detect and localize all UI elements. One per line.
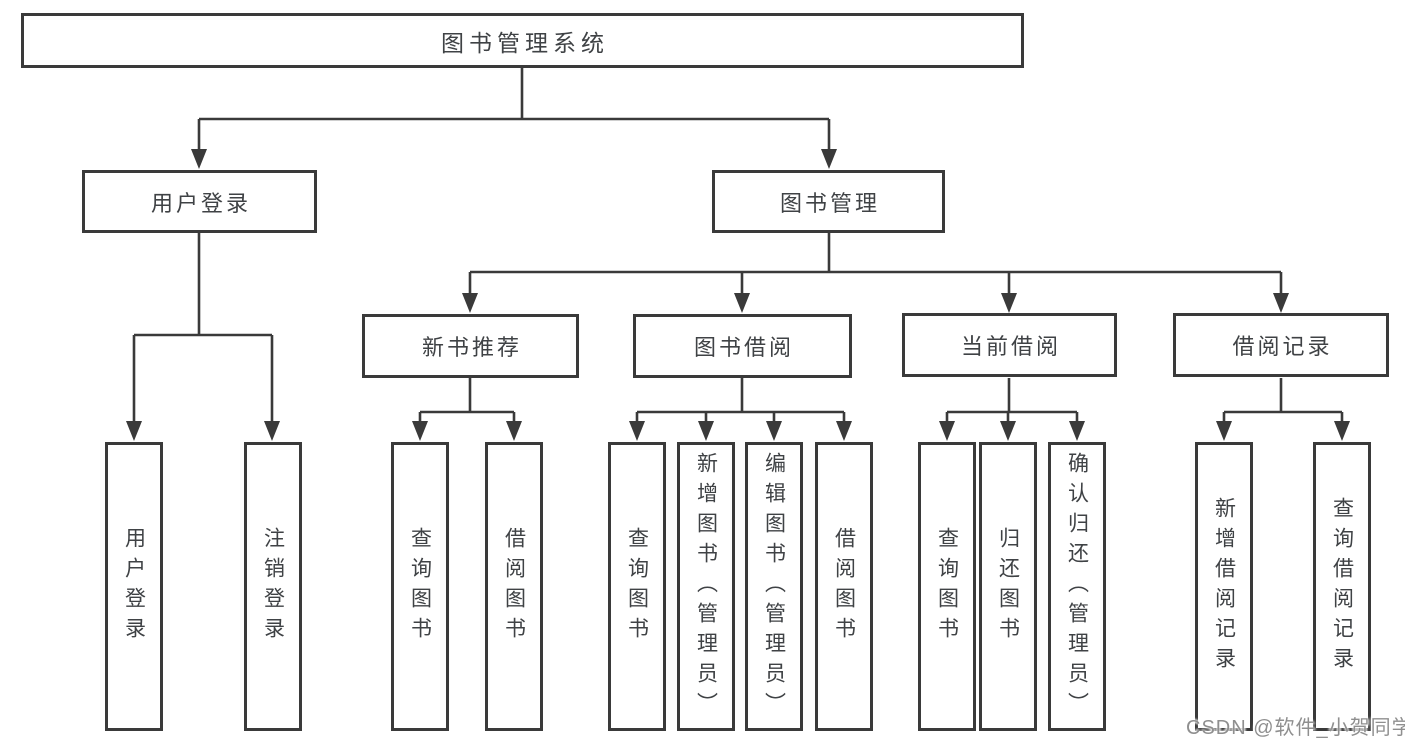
- node-current-borrow-label: 当前借阅: [960, 334, 1061, 359]
- node-library-system: 图书管理系统: [21, 13, 1024, 68]
- leaf-user-login-label: 用户登录: [122, 526, 146, 647]
- leaf-add-book-admin-label: 新增图书（管理员）: [694, 451, 718, 722]
- watermark: CSDN @软件_小贺同学: [1186, 717, 1405, 739]
- leaf-edit-book-admin-label: 编辑图书（管理员）: [762, 451, 786, 722]
- leaf-borrow-books: 借阅图书: [815, 442, 873, 731]
- leaf-edit-book-admin: 编辑图书（管理员）: [745, 442, 803, 731]
- leaf-borrow-books-recommend-label: 借阅图书: [502, 526, 526, 647]
- leaf-borrow-books-label: 借阅图书: [832, 526, 856, 647]
- leaf-add-book-admin: 新增图书（管理员）: [677, 442, 735, 731]
- node-book-management: 图书管理: [712, 170, 945, 233]
- leaf-borrow-books-recommend: 借阅图书: [485, 442, 543, 731]
- node-user-login-label: 用户登录: [150, 190, 251, 216]
- node-new-book-recommend: 新书推荐: [362, 314, 579, 378]
- leaf-confirm-return-admin: 确认归还（管理员）: [1048, 442, 1106, 731]
- node-library-system-label: 图书管理系统: [441, 29, 609, 56]
- node-book-borrow: 图书借阅: [633, 314, 852, 378]
- leaf-logout: 注销登录: [244, 442, 302, 731]
- leaf-query-books-recommend-label: 查询图书: [408, 526, 432, 647]
- leaf-query-borrow-record-label: 查询借阅记录: [1330, 496, 1354, 677]
- node-current-borrow: 当前借阅: [902, 313, 1117, 377]
- node-new-book-recommend-label: 新书推荐: [421, 335, 522, 360]
- node-borrow-records-label: 借阅记录: [1232, 334, 1333, 359]
- leaf-query-borrow-record: 查询借阅记录: [1313, 442, 1371, 731]
- leaf-user-login: 用户登录: [105, 442, 163, 731]
- leaf-query-books-borrow-label: 查询图书: [625, 526, 649, 647]
- leaf-add-borrow-record: 新增借阅记录: [1195, 442, 1253, 731]
- leaf-return-book-label: 归还图书: [996, 526, 1020, 647]
- leaf-confirm-return-admin-label: 确认归还（管理员）: [1065, 451, 1089, 722]
- node-borrow-records: 借阅记录: [1173, 313, 1389, 377]
- leaf-query-books-current-label: 查询图书: [935, 526, 959, 647]
- node-user-login: 用户登录: [82, 170, 317, 233]
- leaf-logout-label: 注销登录: [261, 526, 285, 647]
- node-book-borrow-label: 图书借阅: [693, 335, 794, 360]
- leaf-add-borrow-record-label: 新增借阅记录: [1212, 496, 1236, 677]
- leaf-return-book: 归还图书: [979, 442, 1037, 731]
- leaf-query-books-recommend: 查询图书: [391, 442, 449, 731]
- leaf-query-books-borrow: 查询图书: [608, 442, 666, 731]
- node-book-management-label: 图书管理: [779, 190, 880, 216]
- leaf-query-books-current: 查询图书: [918, 442, 976, 731]
